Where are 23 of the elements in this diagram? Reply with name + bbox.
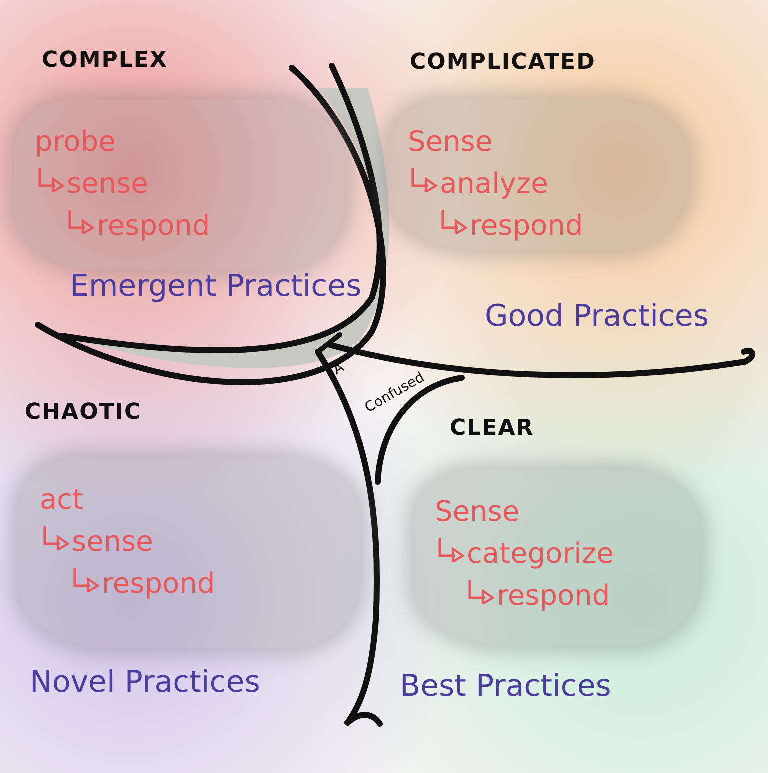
domain-heading: COMPLEX (42, 50, 168, 72)
step-text: Sense (435, 498, 520, 526)
domain-heading: COMPLICATED (410, 52, 596, 74)
cloud-shape (388, 100, 688, 250)
practice-label: Novel Practices (30, 668, 260, 698)
step-text: analyze (440, 170, 548, 198)
step-text: probe (35, 128, 116, 156)
step-text: respond (497, 582, 610, 610)
domain-heading: CLEAR (450, 418, 534, 440)
step-text: respond (97, 212, 210, 240)
cloud-shape (20, 458, 360, 648)
step-text: Sense (408, 128, 493, 156)
practice-label: Best Practices (400, 672, 612, 702)
step-text: categorize (467, 540, 614, 568)
step-text: respond (470, 212, 584, 240)
step-text: act (40, 486, 84, 514)
step-text: sense (67, 170, 148, 198)
domain-heading: CHAOTIC (25, 402, 142, 424)
cloud-shape (15, 100, 345, 270)
step-text: respond (102, 570, 216, 598)
practice-label: Good Practices (485, 302, 709, 332)
step-text: sense (72, 528, 154, 556)
practice-label: Emergent Practices (70, 272, 362, 302)
